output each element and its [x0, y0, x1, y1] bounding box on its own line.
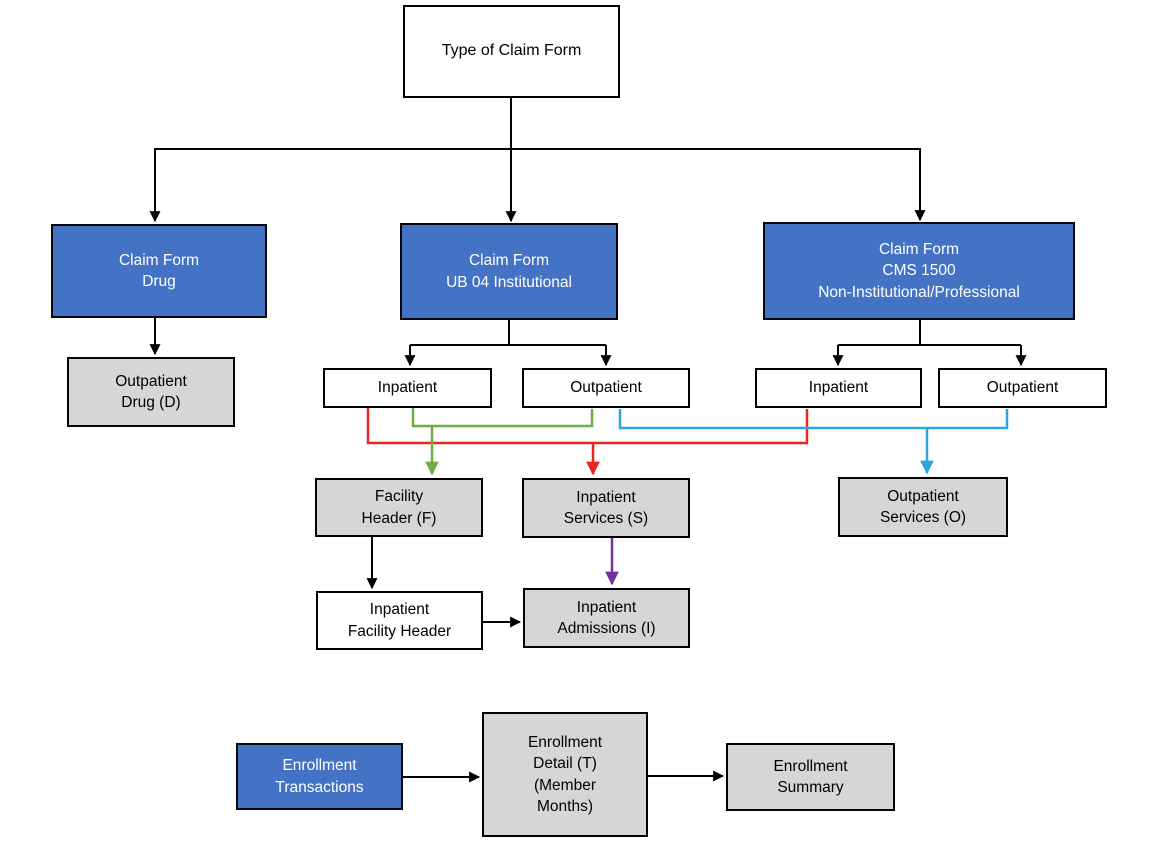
node-enrollment-transactions-label: Enrollment Transactions — [275, 757, 364, 796]
node-cms1500-outpatient: Outpatient — [938, 368, 1107, 408]
node-claim-form-ub04-label: Claim Form UB 04 Institutional — [446, 252, 572, 291]
node-ub04-inpatient: Inpatient — [323, 368, 492, 408]
node-ub04-inpatient-label: Inpatient — [377, 379, 438, 397]
node-inpatient-services-label: Inpatient Services (S) — [563, 488, 649, 527]
node-inpatient-facility-header: Inpatient Facility Header — [316, 591, 483, 650]
node-enrollment-detail-label: Enrollment Detail (T) (Member Months) — [527, 733, 603, 815]
node-outpatient-services: Outpatient Services (O) — [838, 477, 1008, 537]
connector-red-inpatient-bus — [366, 408, 809, 445]
connector-blue-outpatient-bus — [618, 409, 1009, 430]
node-ub04-outpatient-label: Outpatient — [570, 379, 642, 397]
node-enrollment-summary-label: Enrollment Summary — [773, 757, 848, 796]
node-outpatient-drug: Outpatient Drug (D) — [67, 357, 235, 427]
node-cms1500-inpatient-label: Inpatient — [808, 379, 869, 397]
node-type-of-claim-form-label: Type of Claim Form — [441, 42, 582, 60]
node-cms1500-inpatient: Inpatient — [755, 368, 922, 408]
node-outpatient-services-label: Outpatient Services (O) — [879, 487, 967, 526]
node-claim-form-drug: Claim Form Drug — [51, 224, 267, 318]
node-outpatient-drug-label: Outpatient Drug (D) — [115, 372, 187, 411]
node-claim-form-drug-label: Claim Form Drug — [118, 251, 200, 290]
node-enrollment-detail: Enrollment Detail (T) (Member Months) — [482, 712, 648, 837]
node-inpatient-services: Inpatient Services (S) — [522, 478, 690, 538]
node-facility-header: Facility Header (F) — [315, 478, 483, 537]
node-claim-form-cms1500: Claim Form CMS 1500 Non-Institutional/Pr… — [763, 222, 1075, 320]
node-claim-form-ub04: Claim Form UB 04 Institutional — [400, 223, 618, 320]
node-enrollment-transactions: Enrollment Transactions — [236, 743, 403, 810]
node-type-of-claim-form: Type of Claim Form — [403, 5, 620, 98]
connector-green-ub04-bus — [411, 408, 594, 428]
node-inpatient-admissions: Inpatient Admissions (I) — [523, 588, 690, 648]
node-ub04-outpatient: Outpatient — [522, 368, 690, 408]
connector-cms1500-split-bar — [838, 320, 1021, 346]
connector-ub04-split-bar — [410, 320, 606, 346]
node-facility-header-label: Facility Header (F) — [361, 488, 437, 527]
node-claim-form-cms1500-label: Claim Form CMS 1500 Non-Institutional/Pr… — [818, 240, 1020, 301]
node-inpatient-admissions-label: Inpatient Admissions (I) — [557, 598, 656, 637]
node-inpatient-facility-header-label: Inpatient Facility Header — [347, 601, 452, 640]
node-enrollment-summary: Enrollment Summary — [726, 743, 895, 811]
node-cms1500-outpatient-label: Outpatient — [986, 379, 1059, 397]
